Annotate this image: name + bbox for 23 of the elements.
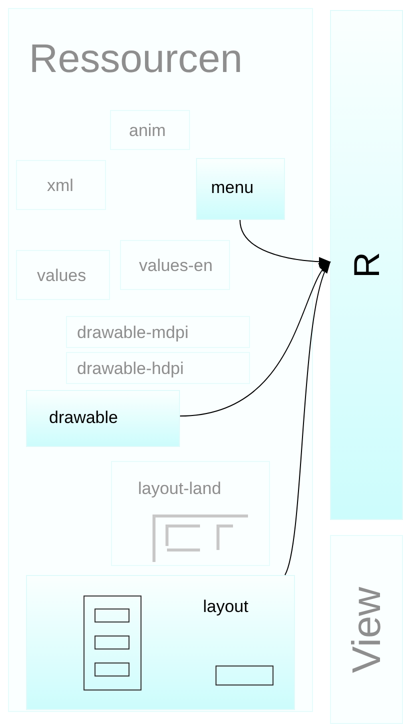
arrow — [240, 220, 331, 267]
folder-box — [26, 390, 180, 447]
resources-panel — [8, 8, 313, 712]
node-label: drawable-mdpi — [77, 324, 188, 341]
class-panel — [330, 10, 403, 520]
class-panel — [330, 535, 403, 724]
node-label: layout-land — [138, 480, 222, 497]
arrow — [284, 261, 330, 576]
node-label: View — [346, 586, 386, 672]
node-label: anim — [129, 122, 166, 139]
node-label: R — [348, 252, 384, 278]
node-label: values — [37, 267, 86, 284]
node-label: layout — [203, 598, 248, 615]
node-label: menu — [211, 179, 254, 196]
folder-box — [196, 158, 285, 220]
node-label: drawable — [49, 409, 118, 426]
arrow — [180, 261, 331, 416]
node-label: values-en — [139, 257, 213, 274]
node-label: Ressourcen — [29, 39, 242, 79]
node-label: xml — [47, 177, 74, 194]
node-label: drawable-hdpi — [77, 360, 184, 377]
folder-box — [26, 575, 295, 710]
folder-box — [111, 461, 270, 566]
